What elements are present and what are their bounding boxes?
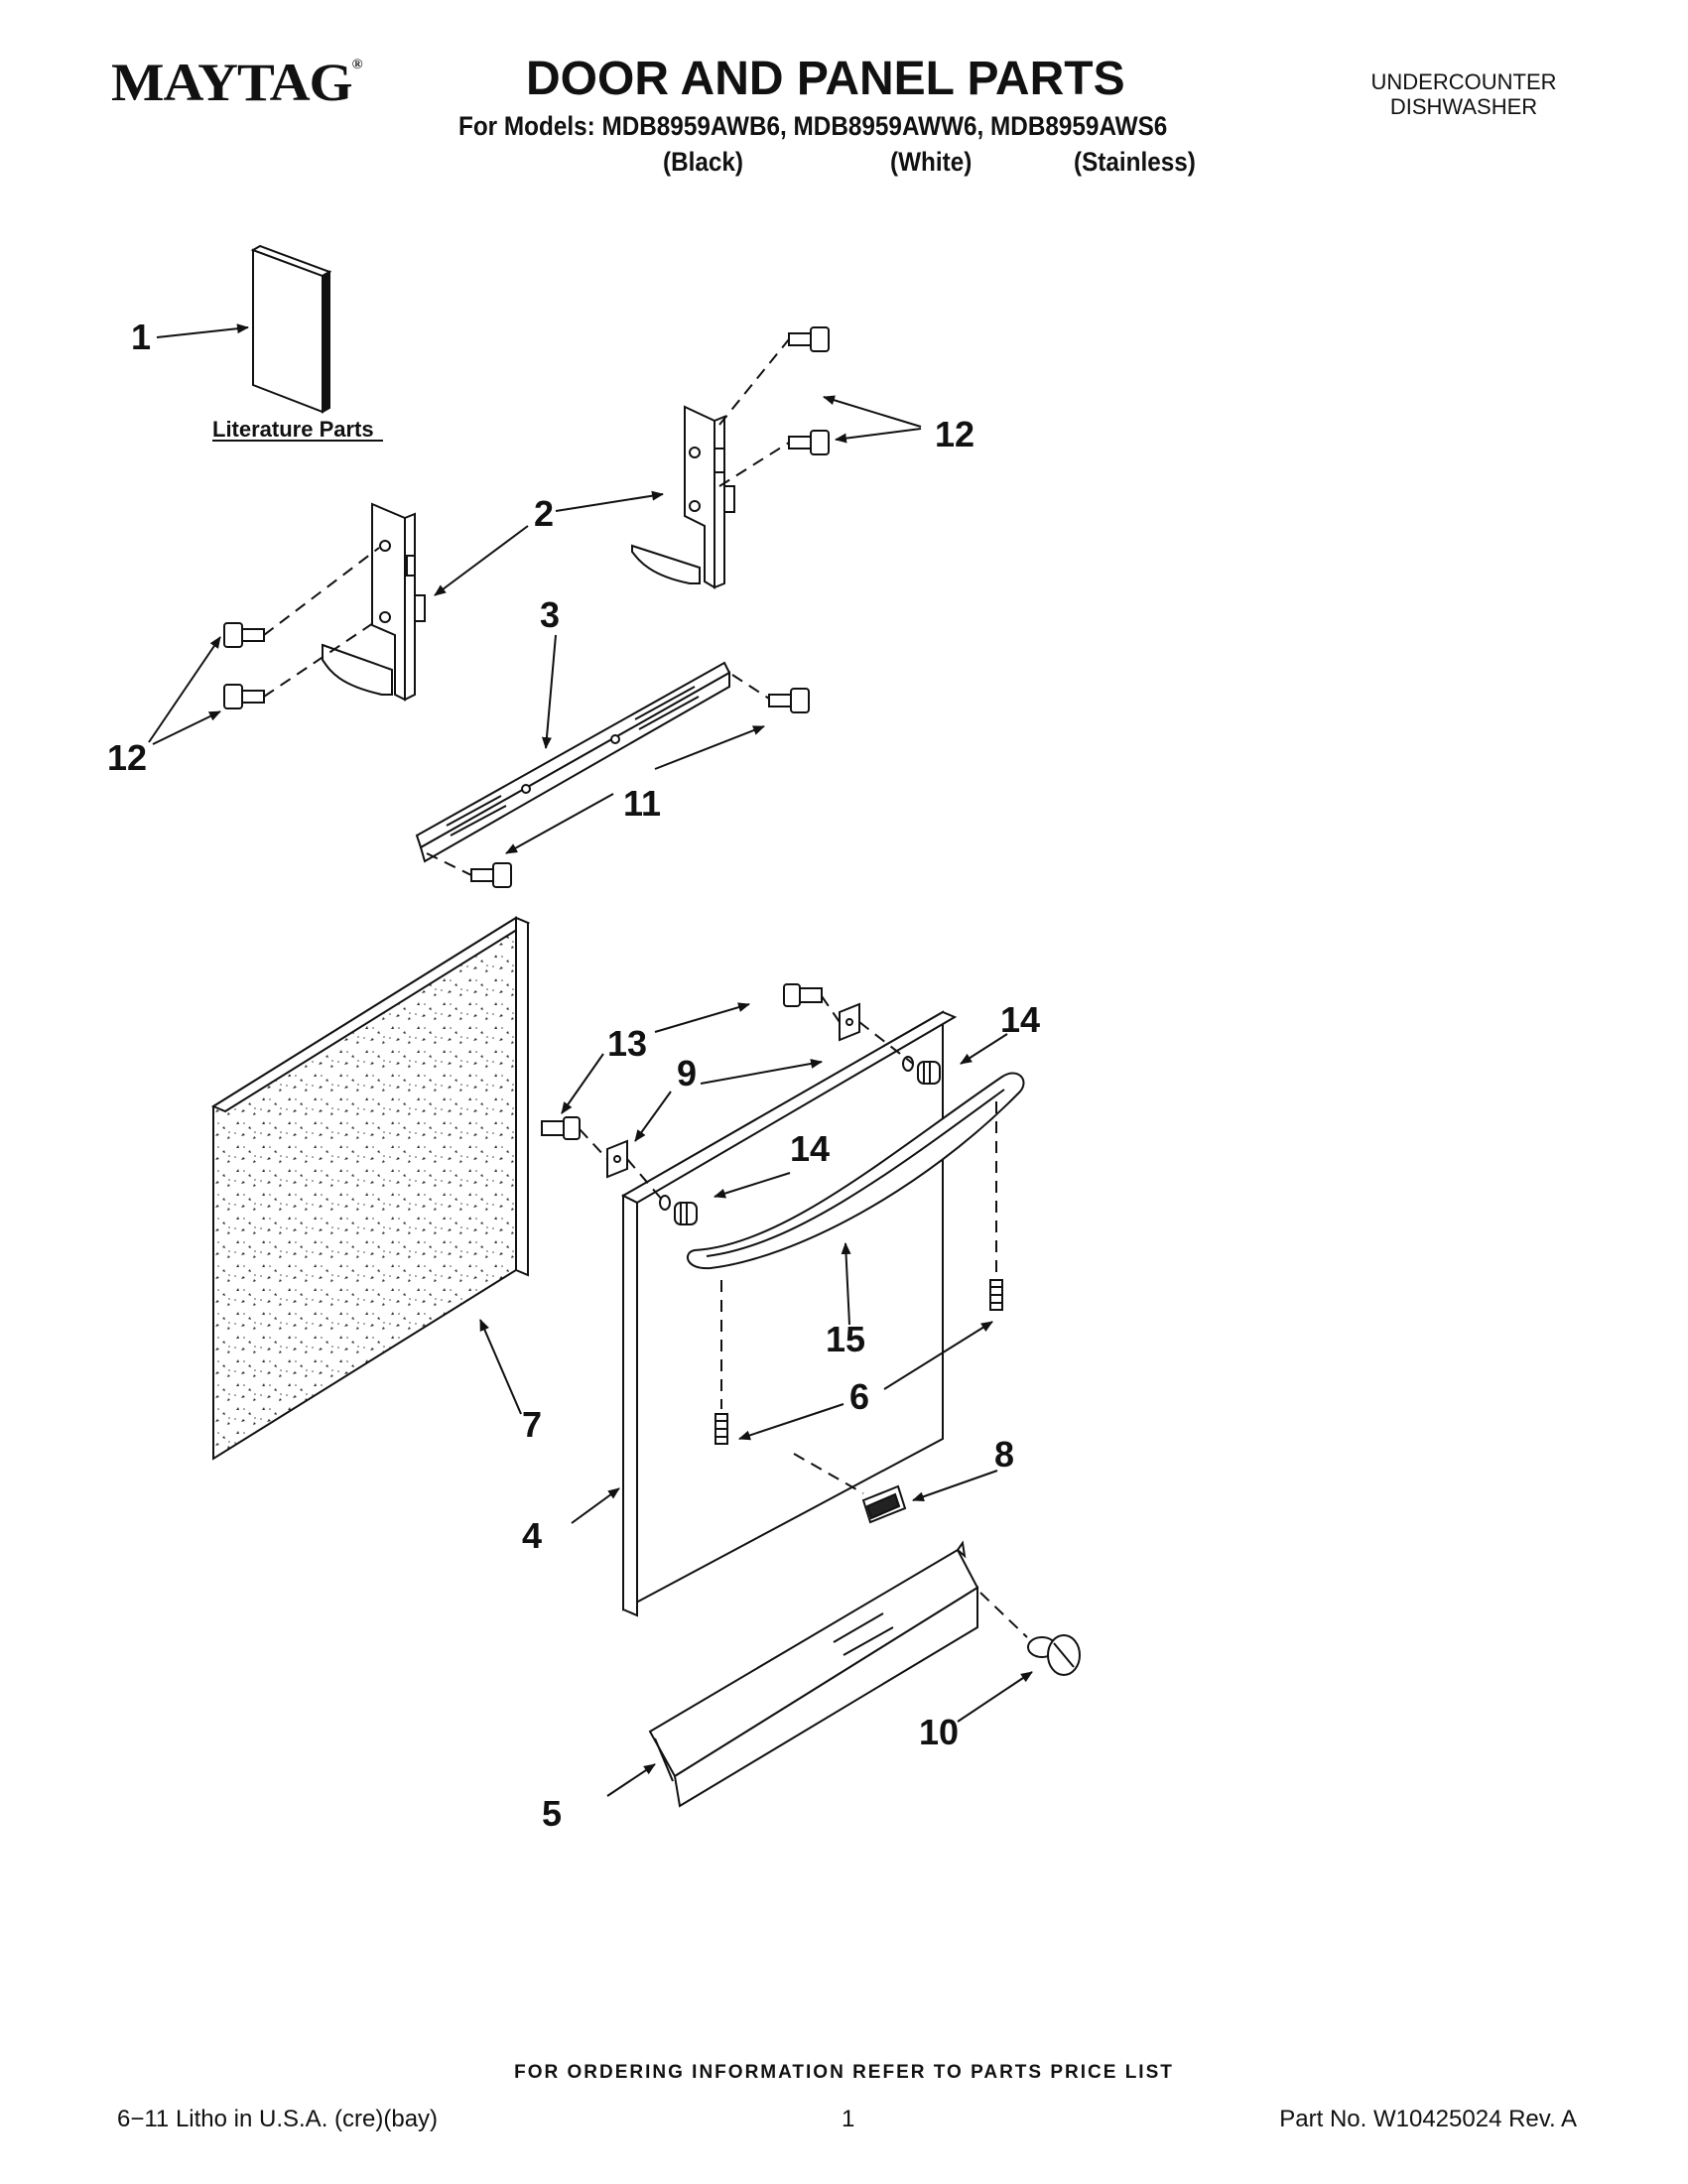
- door-guide-lines: [579, 995, 1028, 1638]
- callout-4: 4: [522, 1515, 542, 1556]
- callout-10: 10: [919, 1712, 959, 1752]
- brand-logo: MAYTAG®: [111, 53, 363, 112]
- mounting-bracket-right: [631, 405, 735, 589]
- screw-11-a: [768, 688, 810, 713]
- callout-12-a: 12: [935, 414, 974, 454]
- callout-2: 2: [534, 493, 554, 534]
- models-line: For Models: MDB8959AWB6, MDB8959AWW6, MD…: [458, 111, 1168, 141]
- screw-12-a: [223, 622, 265, 648]
- callout-5: 5: [542, 1793, 562, 1834]
- toe-panel: [648, 1540, 979, 1808]
- page-title: DOOR AND PANEL PARTS: [526, 53, 1125, 105]
- callout-7: 7: [522, 1404, 542, 1445]
- stud-6-b: [989, 1279, 1003, 1311]
- variant-black: (Black): [663, 147, 744, 177]
- screw-13-a: [541, 1116, 581, 1140]
- product-type-line-1: UNDERCOUNTER: [1370, 69, 1557, 94]
- screw-13-b: [783, 983, 823, 1007]
- callout-14-a: 14: [1000, 999, 1040, 1040]
- product-type: UNDERCOUNTER DISHWASHER: [1350, 69, 1578, 119]
- stud-6-a: [714, 1413, 728, 1445]
- door-panel-textured: [210, 916, 531, 1461]
- ordering-note: FOR ORDERING INFORMATION REFER TO PARTS …: [514, 2062, 1174, 2083]
- variant-stainless: (Stainless): [1074, 147, 1196, 177]
- page-number: 1: [842, 2106, 855, 2132]
- callout-6: 6: [849, 1376, 869, 1417]
- screw-12-c: [788, 326, 830, 352]
- product-type-line-2: DISHWASHER: [1389, 94, 1538, 119]
- callout-arrows: [148, 323, 1033, 1797]
- handle-spacer-14-a: [659, 1195, 698, 1225]
- handle-spacer-14-b: [902, 1056, 941, 1085]
- part-number: Part No. W10425024 Rev. A: [1279, 2106, 1577, 2132]
- callout-8: 8: [994, 1434, 1014, 1475]
- mounting-bracket-left: [322, 502, 426, 702]
- bracket-guide-lines: [426, 674, 770, 876]
- litho-info: 6−11 Litho in U.S.A. (cre)(bay): [117, 2106, 439, 2132]
- callout-13: 13: [607, 1023, 647, 1064]
- clip-9-b: [839, 1002, 860, 1042]
- variant-white: (White): [890, 147, 973, 177]
- screw-10: [1027, 1634, 1081, 1676]
- callout-11: 11: [623, 783, 661, 824]
- door-handle: [686, 1072, 1025, 1270]
- callout-9: 9: [677, 1053, 697, 1093]
- callout-12-b: 12: [107, 737, 147, 778]
- clip-9-a: [606, 1139, 628, 1179]
- logo-badge: [861, 1484, 907, 1524]
- callout-1: 1: [131, 317, 151, 357]
- literature-part: [250, 244, 332, 414]
- screw-12-b: [223, 684, 265, 709]
- callout-3: 3: [540, 594, 560, 635]
- callout-14-b: 14: [790, 1128, 830, 1169]
- literature-parts-label: Literature Parts: [212, 417, 374, 442]
- cross-bracket: [415, 661, 731, 863]
- screw-12-d: [788, 430, 830, 455]
- screw-11-b: [470, 862, 512, 888]
- callout-15: 15: [826, 1319, 865, 1359]
- outer-door-panel: [620, 1010, 958, 1617]
- screw-guide-lines: [263, 338, 790, 698]
